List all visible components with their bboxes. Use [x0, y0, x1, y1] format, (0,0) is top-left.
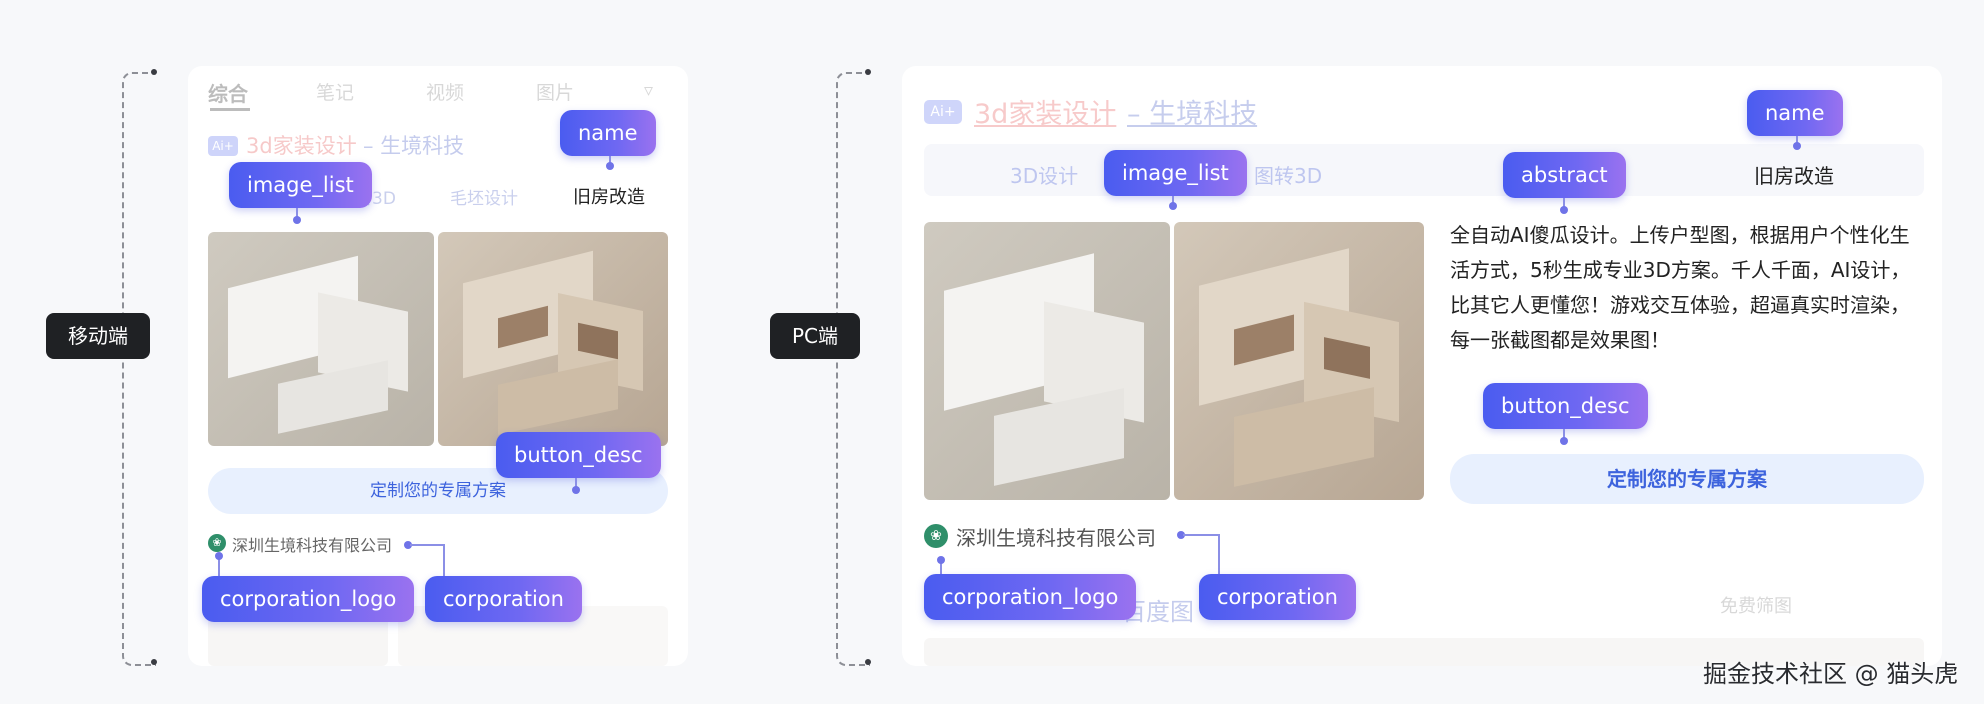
- mobile-sublink-roughdesign[interactable]: 毛坯设计: [450, 189, 518, 209]
- filter-icon[interactable]: ▿: [644, 80, 654, 101]
- pc-title-highlight[interactable]: 3d家装设计: [974, 99, 1117, 130]
- mobile-corp-leader-h: [410, 544, 444, 546]
- pc-faded-image-row: [924, 638, 1924, 666]
- mobile-side-label: 移动端: [46, 313, 150, 359]
- pc-corporation-logo[interactable]: ❀: [924, 524, 948, 548]
- pc-cta-button[interactable]: 定制您的专属方案: [1450, 454, 1924, 504]
- pc-bracket-top-dot: [865, 69, 871, 75]
- pc-corp-leader-h: [1183, 534, 1219, 536]
- mobile-image-floorplan[interactable]: [208, 232, 434, 446]
- mobile-tag-name: name: [560, 110, 656, 156]
- pc-button-desc-leader: [1563, 429, 1565, 441]
- mobile-tag-corporation: corporation: [425, 576, 582, 622]
- pc-image-floorplan[interactable]: [924, 222, 1170, 500]
- mobile-cta-button[interactable]: 定制您的专属方案: [208, 468, 668, 514]
- pc-bracket-bottom-dot: [865, 659, 871, 665]
- mobile-tag-image-list: image_list: [229, 162, 372, 208]
- mobile-corporation-name[interactable]: 深圳生境科技有限公司: [232, 536, 393, 555]
- pc-tag-abstract: abstract: [1503, 152, 1626, 198]
- pc-corp-dot: [1177, 531, 1185, 539]
- pc-logo-dot: [937, 556, 945, 564]
- pc-image-3d-render[interactable]: [1174, 222, 1424, 500]
- mobile-logo-dot: [215, 552, 223, 560]
- pc-title-rest[interactable]: – 生境科技: [1127, 99, 1258, 130]
- mobile-bracket: [122, 72, 156, 666]
- mobile-logo-leader: [218, 555, 220, 577]
- mobile-button-desc-dot: [572, 486, 580, 494]
- pc-abstract-text: 全自动AI傻瓜设计。上传户型图，根据用户个性化生活方式，5秒生成专业3D方案。千…: [1450, 223, 1911, 352]
- mobile-button-desc-leader: [575, 478, 577, 490]
- pc-name-value[interactable]: 旧房改造: [1754, 164, 1834, 188]
- pc-abstract-leader: [1563, 198, 1565, 210]
- pc-tag-corporation: corporation: [1199, 574, 1356, 620]
- mobile-name-leader: [609, 156, 611, 166]
- mobile-corp-dot: [404, 541, 412, 549]
- pc-button-desc-dot: [1560, 437, 1568, 445]
- pc-name-leader: [1796, 136, 1798, 146]
- mobile-corp-leader-v: [443, 544, 445, 576]
- pc-tag-image-list: image_list: [1104, 150, 1247, 196]
- pc-corp-leader-v: [1218, 534, 1220, 574]
- mobile-ad-badge: Ai+: [208, 136, 238, 156]
- pc-tag-name: name: [1747, 90, 1843, 136]
- mobile-corporation-logo[interactable]: ❀: [208, 534, 226, 552]
- mobile-title-highlight[interactable]: 3d家装设计: [246, 134, 357, 158]
- mobile-tab-images[interactable]: 图片: [536, 82, 575, 104]
- pc-side-label: PC端: [770, 313, 861, 359]
- pc-tag-corporation-logo: corporation_logo: [924, 574, 1137, 620]
- pc-image-list-leader: [1172, 196, 1174, 206]
- pc-faded-button: 免费筛图: [1720, 596, 1792, 617]
- pc-render-block-front: [1234, 387, 1374, 487]
- mobile-bracket-bottom-dot: [151, 659, 157, 665]
- mobile-tag-button-desc: button_desc: [496, 432, 661, 478]
- mobile-tab-notes[interactable]: 笔记: [316, 82, 355, 104]
- pc-abstract-dot: [1560, 206, 1568, 214]
- mobile-tab-all[interactable]: 综合: [208, 82, 248, 106]
- pc-tag-button-desc: button_desc: [1483, 383, 1648, 429]
- pc-sublink-bar: [924, 144, 1924, 196]
- pc-corporation-name[interactable]: 深圳生境科技有限公司: [956, 526, 1156, 550]
- pc-name-dot: [1793, 142, 1801, 150]
- floorplan-block-front: [278, 360, 388, 434]
- pc-image-list-dot: [1169, 202, 1177, 210]
- mobile-title-rest[interactable]: – 生境科技: [363, 134, 465, 158]
- pc-sublink-3d-design[interactable]: 3D设计: [1010, 164, 1079, 188]
- mobile-name-dot: [606, 162, 614, 170]
- pc-card: Ai+ 3d家装设计 – 生境科技 3D设计 图转3D 旧房改造 全自动AI傻瓜…: [902, 66, 1942, 666]
- mobile-name-value[interactable]: 旧房改造: [573, 187, 645, 208]
- mobile-image-list-leader: [296, 208, 298, 220]
- mobile-image-3d-render[interactable]: [438, 232, 668, 446]
- pc-ad-badge: Ai+: [924, 100, 962, 124]
- pc-bracket: [836, 72, 870, 666]
- pc-sublink-img3d[interactable]: 图转3D: [1254, 164, 1323, 188]
- mobile-tag-corporation-logo: corporation_logo: [202, 576, 415, 622]
- mobile-tab-video[interactable]: 视频: [426, 82, 465, 104]
- pc-logo-leader: [940, 560, 942, 576]
- mobile-image-list-dot: [293, 216, 301, 224]
- mobile-tab-underline: [210, 108, 250, 111]
- mobile-bracket-top-dot: [151, 69, 157, 75]
- watermark: 掘金技术社区 @ 猫头虎: [1703, 660, 1959, 688]
- pc-floorplan-block-front: [994, 388, 1124, 486]
- mobile-card: 综合 笔记 视频 图片 ▿ Ai+ 3d家装设计 – 生境科技 图转3D 毛坯设…: [188, 66, 688, 666]
